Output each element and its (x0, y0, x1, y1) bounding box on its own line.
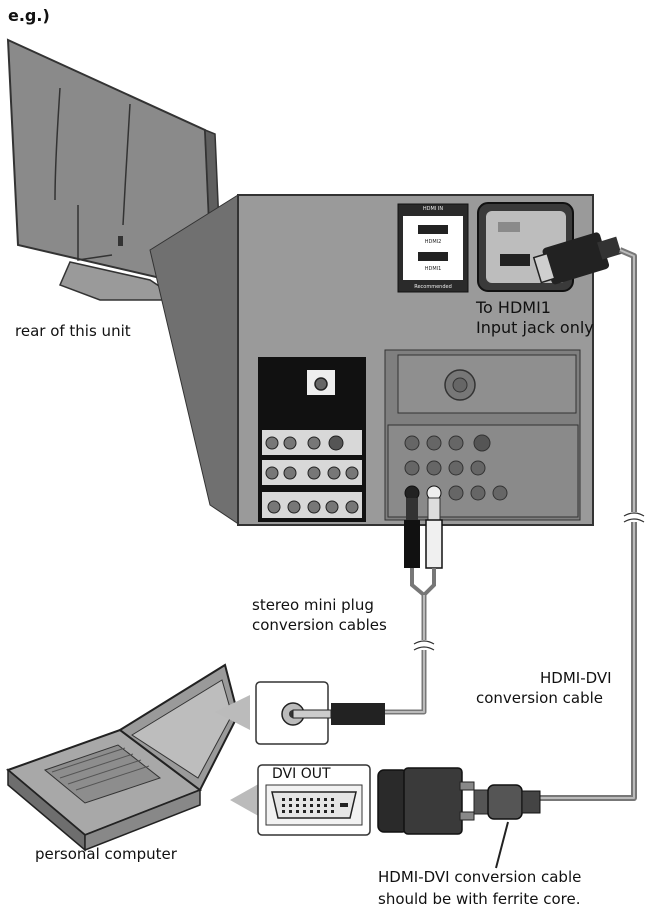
audio-arrow (215, 695, 250, 730)
zoom-funnel (149, 194, 241, 526)
rear-panel: HDMI IN HDMI2 HDMI1 Recommended (237, 194, 594, 526)
ferrite-pointer (495, 821, 509, 869)
laptop (6, 663, 240, 852)
hdmi-dvi-cable-label-line2: conversion cable (476, 689, 603, 707)
pc-dvi-jack (257, 764, 371, 836)
to-hdmi-label-line1: To HDMI1 (476, 298, 551, 317)
ferrite-note-line2: should be with ferrite core. (378, 890, 581, 908)
hdmi2-label: HDMI2 (425, 239, 442, 245)
hdmi-in-label: HDMI IN (423, 206, 443, 212)
dvi-arrow (230, 782, 262, 818)
hdmi-dvi-cable-label-line1: HDMI-DVI (540, 669, 612, 687)
to-hdmi-label-line2: Input jack only (476, 318, 594, 337)
ferrite-core (487, 784, 541, 820)
example-label: e.g.) (8, 6, 50, 25)
personal-computer-label: personal computer (35, 845, 177, 863)
dvi-plug (377, 767, 489, 835)
hdmi-in-group: HDMI IN HDMI2 HDMI1 Recommended (397, 203, 469, 293)
stereo-mini-plug-label-line1: stereo mini plug (252, 596, 374, 614)
stereo-mini-plug-label-line2: conversion cables (252, 616, 387, 634)
pc-jack-area (384, 349, 581, 521)
dvi-out-label: DVI OUT (272, 766, 331, 782)
ferrite-note-line1: HDMI-DVI conversion cable (378, 868, 582, 886)
audio-cables (382, 497, 443, 715)
hdmi1-label: HDMI1 (425, 266, 442, 272)
hdmi-dvi-cable (532, 232, 645, 801)
pc-audio-jack (255, 681, 385, 745)
rear-unit-label: rear of this unit (15, 322, 131, 340)
av-jack-block (258, 357, 366, 522)
recommended-label: Recommended (414, 284, 452, 290)
